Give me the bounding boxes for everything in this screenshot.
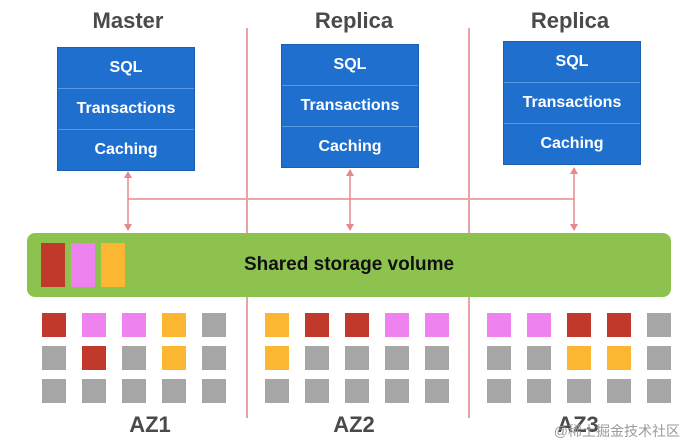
- master-up-arrow: [124, 171, 132, 178]
- storage-block: [425, 379, 449, 403]
- storage-block: [345, 346, 369, 370]
- storage-block: [567, 379, 591, 403]
- storage-chip-3: [101, 243, 125, 287]
- storage-block: [607, 379, 631, 403]
- storage-block: [42, 379, 66, 403]
- storage-block: [305, 379, 329, 403]
- sql-layer: SQL: [282, 45, 418, 86]
- replica-2-down-arrow: [570, 224, 578, 231]
- replica-2-up-arrow: [570, 167, 578, 174]
- transactions-layer: Transactions: [58, 89, 194, 130]
- storage-block: [487, 379, 511, 403]
- watermark: @稀土掘金技术社区: [553, 423, 680, 439]
- storage-block: [425, 346, 449, 370]
- storage-block: [487, 313, 511, 337]
- storage-block: [162, 346, 186, 370]
- storage-chip-2: [71, 243, 95, 287]
- caching-layer: Caching: [94, 141, 158, 158]
- replica-1-up-arrow: [346, 169, 354, 176]
- storage-chip-1: [41, 243, 65, 287]
- storage-block: [385, 313, 409, 337]
- shared-storage-volume: Shared storage volume: [27, 233, 671, 297]
- az-divider-2: [468, 28, 470, 418]
- az3-label: AZ3: [557, 412, 599, 437]
- storage-block: [607, 313, 631, 337]
- storage-block: [162, 313, 186, 337]
- storage-block: [305, 346, 329, 370]
- az2-label: AZ2: [333, 412, 375, 437]
- storage-block: [162, 379, 186, 403]
- storage-block: [567, 313, 591, 337]
- transactions-layer: Transactions: [504, 83, 640, 124]
- caching-layer: Caching: [318, 138, 382, 155]
- storage-block: [647, 379, 671, 403]
- storage-block: [385, 346, 409, 370]
- sql-layer: SQL: [504, 42, 640, 83]
- replica-2-node: SQL Transactions Caching: [503, 41, 641, 165]
- storage-block: [345, 313, 369, 337]
- transactions-layer: Transactions: [282, 86, 418, 127]
- storage-block: [305, 313, 329, 337]
- storage-block: [425, 313, 449, 337]
- storage-block: [345, 379, 369, 403]
- replica-1-title: Replica: [314, 8, 394, 33]
- storage-block: [82, 313, 106, 337]
- storage-block: [527, 379, 551, 403]
- replica-1-node: SQL Transactions Caching: [281, 44, 419, 168]
- storage-block: [567, 346, 591, 370]
- storage-block: [647, 346, 671, 370]
- storage-block: [265, 313, 289, 337]
- storage-block: [202, 313, 226, 337]
- caching-layer: Caching: [540, 135, 604, 152]
- storage-block: [42, 313, 66, 337]
- storage-block: [527, 346, 551, 370]
- az-divider-1: [246, 28, 248, 418]
- storage-block: [42, 346, 66, 370]
- storage-block: [122, 313, 146, 337]
- replica-1-down-arrow: [346, 224, 354, 231]
- storage-block: [82, 346, 106, 370]
- storage-block: [647, 313, 671, 337]
- replica-2-title: Replica: [530, 8, 610, 33]
- storage-block: [487, 346, 511, 370]
- storage-block: [265, 346, 289, 370]
- master-down-arrow: [124, 224, 132, 231]
- storage-block: [527, 313, 551, 337]
- storage-block: [607, 346, 631, 370]
- storage-label: Shared storage volume: [243, 254, 455, 275]
- sql-layer: SQL: [58, 48, 194, 89]
- storage-block: [385, 379, 409, 403]
- storage-block: [122, 379, 146, 403]
- storage-block: [122, 346, 146, 370]
- master-node: SQL Transactions Caching: [57, 47, 195, 171]
- storage-block: [82, 379, 106, 403]
- storage-block: [202, 379, 226, 403]
- storage-block: [265, 379, 289, 403]
- az1-label: AZ1: [129, 412, 171, 437]
- storage-block: [202, 346, 226, 370]
- master-title: Master: [92, 8, 164, 33]
